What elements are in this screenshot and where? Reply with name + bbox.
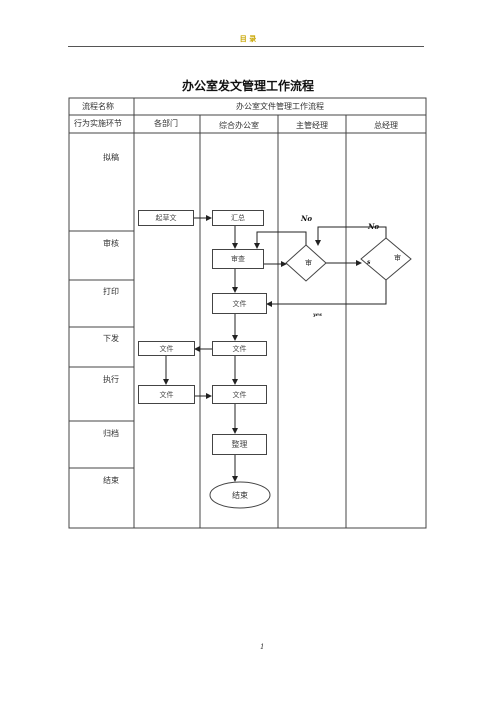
diamond-manager-label: 审 bbox=[305, 259, 312, 267]
flow-exec-office-box: 文件 bbox=[212, 385, 267, 404]
lane-general-office: 综合办公室 bbox=[219, 121, 259, 130]
decision-diamond-manager bbox=[285, 244, 327, 282]
lane-departments: 各部门 bbox=[154, 119, 178, 128]
end-ellipse bbox=[209, 481, 271, 509]
end-label: 结束 bbox=[232, 491, 248, 500]
table-process-name-value: 办公室文件管理工作流程 bbox=[236, 102, 324, 111]
table-label-stage: 行为实施环节 bbox=[74, 119, 122, 128]
annotation-no-gm: No bbox=[368, 222, 380, 231]
flow-issue-office-box: 文件 bbox=[212, 341, 267, 356]
lane-supervising-manager: 主管经理 bbox=[296, 121, 328, 130]
flow-draft-box: 起草文 bbox=[138, 210, 194, 226]
flow-exec-dept-box: 文件 bbox=[138, 385, 195, 404]
page-header: 目 录 bbox=[239, 34, 257, 43]
annotation-yes: yes bbox=[313, 312, 322, 318]
annotation-s: s bbox=[367, 259, 371, 266]
annotation-no-manager: No bbox=[301, 214, 313, 223]
stage-issue: 下发 bbox=[103, 334, 119, 343]
arrow-manager-no bbox=[254, 231, 307, 249]
stage-print: 打印 bbox=[103, 287, 119, 296]
lane-general-manager: 总经理 bbox=[374, 121, 398, 130]
flow-review-box: 审查 bbox=[212, 249, 264, 269]
stage-draft: 拟稿 bbox=[103, 153, 119, 162]
header-rule bbox=[68, 46, 424, 47]
stage-end: 结束 bbox=[103, 476, 119, 485]
arrow-gm-no bbox=[315, 226, 387, 246]
flow-summary-box: 汇总 bbox=[212, 210, 264, 226]
arrow-gm-print bbox=[266, 280, 387, 307]
page-number: 1 bbox=[260, 643, 265, 651]
document-title: 办公室发文管理工作流程 bbox=[181, 79, 314, 93]
table-label-process-name: 流程名称 bbox=[82, 102, 114, 111]
stage-execute: 执行 bbox=[103, 375, 119, 384]
stage-review: 审核 bbox=[103, 239, 119, 248]
stage-archive: 归档 bbox=[103, 429, 119, 438]
diamond-gm-label: 审 bbox=[394, 254, 401, 262]
flow-print-box: 文件 bbox=[212, 293, 267, 314]
flow-issue-dept-box: 文件 bbox=[138, 341, 195, 356]
flow-archive-box: 整理 bbox=[212, 434, 267, 455]
table-border bbox=[68, 97, 427, 529]
